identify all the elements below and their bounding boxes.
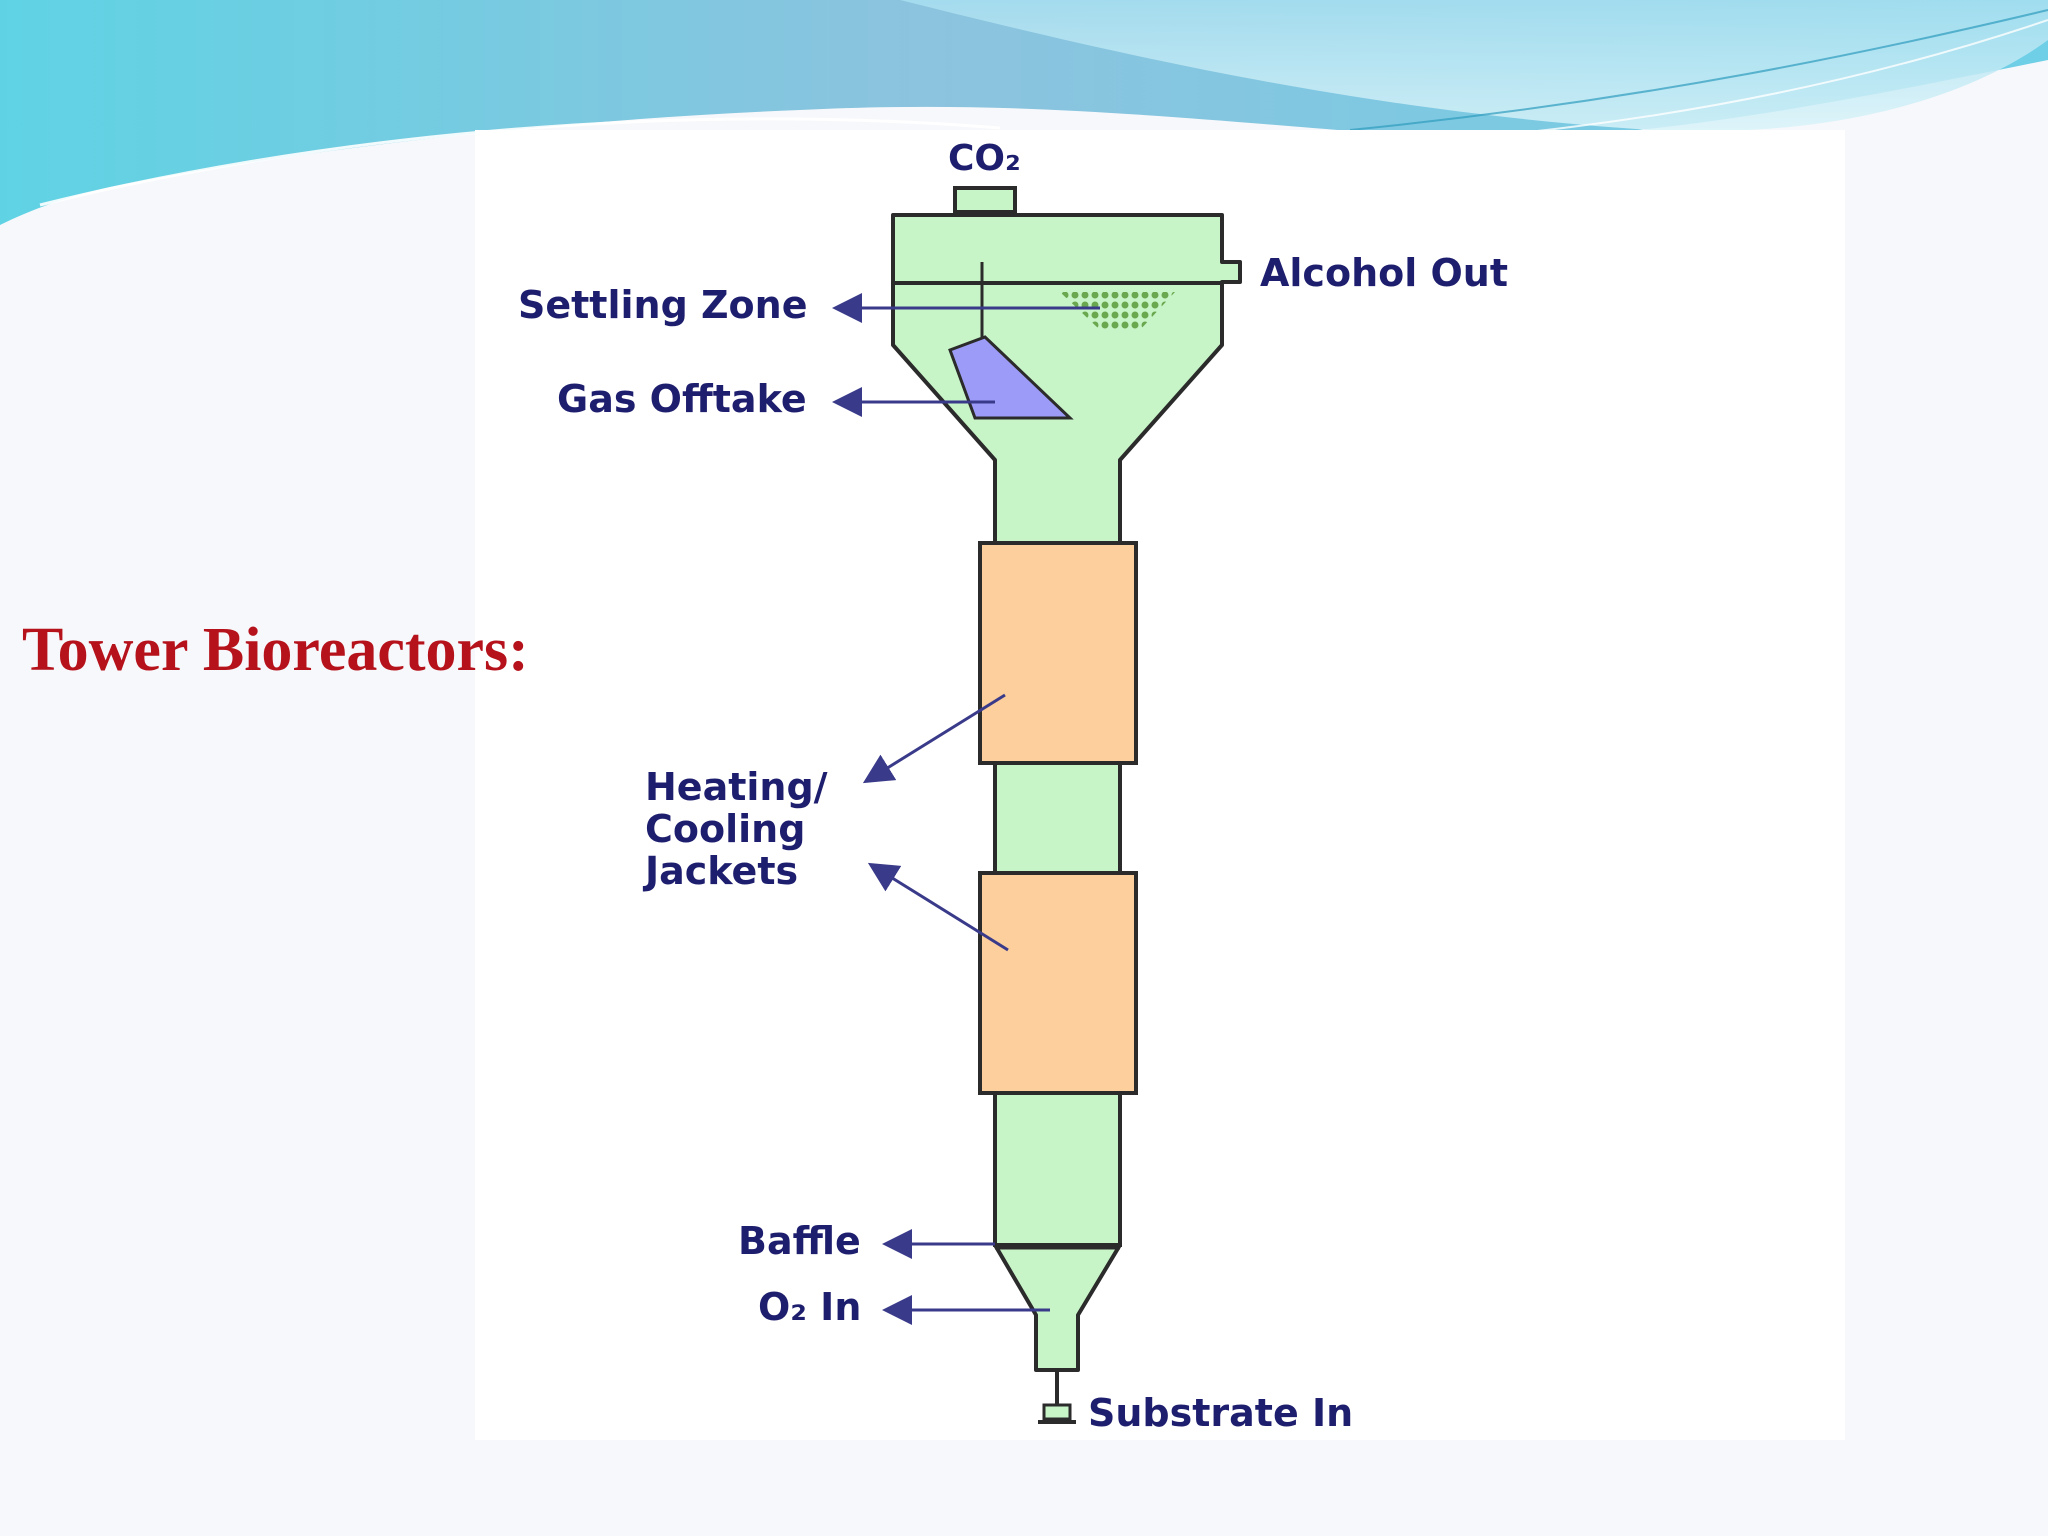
wave-line-3 — [1499, 19, 2048, 136]
alcohol-out-label: Alcohol Out — [1260, 251, 1508, 295]
column-mid — [993, 758, 1122, 877]
heating-cooling-label-2: Cooling — [645, 807, 805, 851]
jacket-lower-arrow — [867, 862, 1009, 952]
heating-cooling-label-1: Heating/ — [645, 765, 828, 809]
heating-cooling-label-3: Jackets — [642, 849, 798, 893]
jacket-upper — [978, 541, 1138, 765]
column-lower — [993, 1088, 1122, 1247]
slide-title: Tower Bioreactors: — [22, 616, 529, 684]
substrate-inlet — [1042, 1403, 1072, 1421]
substrate-in-label: Substrate In — [1088, 1391, 1353, 1435]
settling-particles — [1060, 292, 1175, 330]
gas-offtake-label: Gas Offtake — [557, 377, 807, 421]
gas-offtake — [948, 335, 1074, 420]
baffle-label: Baffle — [738, 1219, 861, 1263]
wave-highlight — [900, 0, 2048, 132]
jacket-upper-arrow — [862, 693, 1006, 784]
wave-line-2 — [1349, 9, 2048, 131]
co2-outlet — [953, 186, 1017, 214]
jacket-lower — [978, 871, 1138, 1095]
settling-zone-label: Settling Zone — [518, 283, 808, 327]
co2-label: CO₂ — [948, 138, 1021, 179]
o2-in-label: O₂ In — [758, 1285, 861, 1329]
